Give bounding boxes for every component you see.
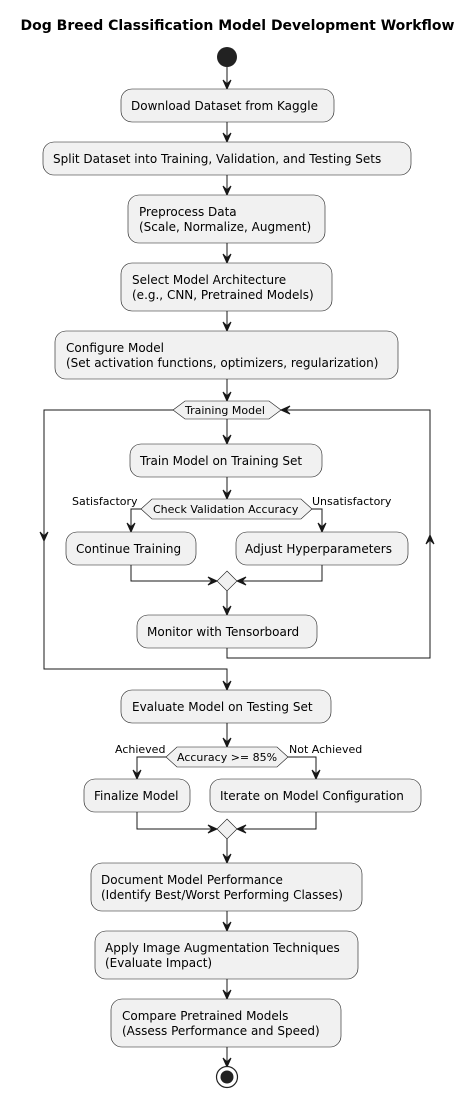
end-node — [215, 1065, 239, 1089]
activity-augmentation-line1: Apply Image Augmentation Techniques — [105, 941, 340, 955]
label-achieved: Achieved — [115, 743, 165, 756]
activity-download-label: Download Dataset from Kaggle — [131, 99, 318, 113]
activity-adjust-label: Adjust Hyperparameters — [245, 542, 392, 556]
activity-select-line1: Select Model Architecture — [132, 273, 286, 287]
label-satisfactory: Satisfactory — [72, 495, 138, 508]
activity-finalize: Finalize Model — [83, 778, 191, 813]
activity-evaluate: Evaluate Model on Testing Set — [120, 689, 332, 724]
activity-augmentation: Apply Image Augmentation Techniques (Eva… — [94, 930, 359, 980]
label-not-achieved: Not Achieved — [289, 743, 362, 756]
activity-configure: Configure Model (Set activation function… — [54, 330, 399, 380]
activity-preprocess-line1: Preprocess Data — [139, 205, 237, 219]
merge-node-accuracy — [216, 818, 238, 840]
decision-accuracy-label: Accuracy >= 85% — [177, 751, 277, 764]
activity-finalize-label: Finalize Model — [94, 789, 179, 803]
activity-augmentation-line2: (Evaluate Impact) — [105, 956, 212, 970]
activity-select-line2: (e.g., CNN, Pretrained Models) — [132, 288, 314, 302]
activity-evaluate-label: Evaluate Model on Testing Set — [132, 700, 313, 714]
activity-compare-line1: Compare Pretrained Models — [122, 1009, 288, 1023]
activity-iterate-label: Iterate on Model Configuration — [220, 789, 404, 803]
activity-continue-label: Continue Training — [76, 542, 181, 556]
diagram-title: Dog Breed Classification Model Developme… — [20, 18, 455, 34]
decision-training-loop-label: Training Model — [184, 404, 265, 417]
activity-select-architecture: Select Model Architecture (e.g., CNN, Pr… — [120, 262, 333, 312]
activity-configure-line2: (Set activation functions, optimizers, r… — [66, 356, 378, 370]
activity-compare: Compare Pretrained Models (Assess Perfor… — [110, 998, 342, 1048]
start-node — [217, 47, 237, 67]
activity-split: Split Dataset into Training, Validation,… — [42, 141, 412, 176]
activity-document-line2: (Identify Best/Worst Performing Classes) — [101, 888, 343, 902]
decision-training-loop: Training Model — [172, 400, 282, 420]
label-unsatisfactory: Unsatisfactory — [312, 495, 392, 508]
activity-iterate: Iterate on Model Configuration — [209, 778, 422, 813]
activity-download: Download Dataset from Kaggle — [120, 88, 335, 123]
activity-preprocess: Preprocess Data (Scale, Normalize, Augme… — [127, 194, 326, 244]
merge-node-validation — [216, 570, 238, 592]
activity-preprocess-line2: (Scale, Normalize, Augment) — [139, 220, 311, 234]
activity-adjust-hyperparameters: Adjust Hyperparameters — [235, 531, 409, 566]
activity-configure-line1: Configure Model — [66, 341, 164, 355]
activity-monitor: Monitor with Tensorboard — [136, 614, 318, 649]
activity-split-label: Split Dataset into Training, Validation,… — [53, 152, 381, 166]
activity-monitor-label: Monitor with Tensorboard — [147, 625, 299, 639]
decision-accuracy: Accuracy >= 85% — [165, 746, 289, 768]
decision-validation-label: Check Validation Accuracy — [153, 503, 299, 516]
activity-continue-training: Continue Training — [65, 531, 197, 566]
activity-document: Document Model Performance (Identify Bes… — [90, 862, 363, 912]
activity-compare-line2: (Assess Performance and Speed) — [122, 1024, 320, 1038]
activity-document-line1: Document Model Performance — [101, 873, 283, 887]
activity-train: Train Model on Training Set — [129, 443, 323, 478]
activity-train-label: Train Model on Training Set — [139, 454, 302, 468]
decision-validation: Check Validation Accuracy — [140, 498, 313, 520]
